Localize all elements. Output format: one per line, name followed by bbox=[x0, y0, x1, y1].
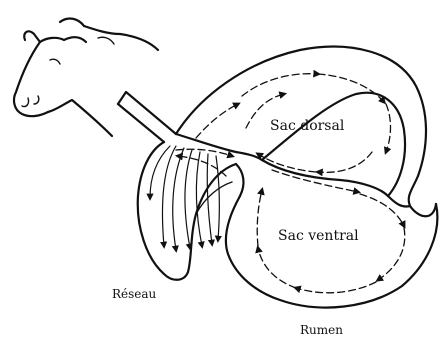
esophagus bbox=[118, 92, 176, 142]
label-sac-dorsal: Sac dorsal bbox=[270, 118, 345, 134]
reticulum-flow-arrows bbox=[150, 146, 232, 250]
label-rumen: Rumen bbox=[300, 323, 343, 337]
label-reseau: Réseau bbox=[112, 287, 157, 301]
label-sac-ventral: Sac ventral bbox=[278, 228, 359, 244]
